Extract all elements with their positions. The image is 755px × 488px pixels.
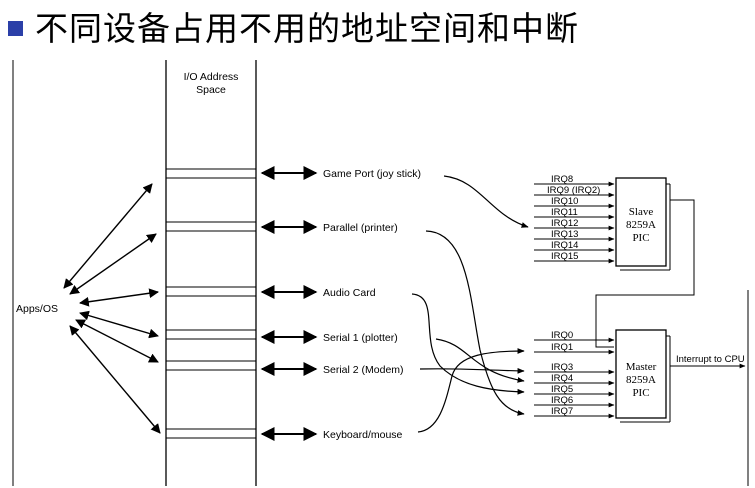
slave-irq-label: IRQ8 bbox=[551, 174, 573, 185]
device-label-serial1: Serial 1 (plotter) bbox=[323, 332, 398, 344]
master-irq-label: IRQ1 bbox=[551, 342, 573, 353]
master-pic-label-line2: 8259A bbox=[626, 374, 656, 386]
device-label-parallel: Parallel (printer) bbox=[323, 222, 398, 234]
device-arrows bbox=[260, 166, 318, 441]
address-block-keyboard bbox=[165, 428, 257, 439]
address-space-label-line1: I/O Address bbox=[184, 71, 239, 83]
master-irq-label: IRQ6 bbox=[551, 395, 573, 406]
master-irq-label: IRQ4 bbox=[551, 373, 573, 384]
slave-irq-label: IRQ9 (IRQ2) bbox=[547, 185, 600, 196]
cascade-line bbox=[595, 199, 695, 348]
slave-irq-label: IRQ14 bbox=[551, 240, 578, 251]
apps-os-arrows bbox=[63, 183, 161, 434]
device-label-game-port: Game Port (joy stick) bbox=[323, 168, 421, 180]
address-block-serial2 bbox=[165, 360, 257, 371]
io-address-space: I/O Address Space bbox=[165, 60, 257, 486]
interrupt-to-cpu-label: Interrupt to CPU bbox=[676, 354, 745, 365]
slave-pic-label-line1: Slave bbox=[629, 206, 654, 218]
master-pic-label-line3: PIC bbox=[632, 387, 649, 399]
address-block-game-port bbox=[165, 168, 257, 179]
slave-irq-label: IRQ15 bbox=[551, 251, 578, 262]
master-pic-label-line1: Master bbox=[626, 361, 657, 373]
square-bullet-icon bbox=[8, 20, 23, 36]
master-irq-label: IRQ3 bbox=[551, 362, 573, 373]
address-block-parallel bbox=[165, 221, 257, 232]
address-space-label-line2: Space bbox=[196, 84, 226, 96]
slave-pic-label-line2: 8259A bbox=[626, 219, 656, 231]
slave-irq-label: IRQ10 bbox=[551, 196, 578, 207]
master-irq-label: IRQ7 bbox=[551, 406, 573, 417]
slave-irq-label: IRQ13 bbox=[551, 229, 578, 240]
address-block-serial1 bbox=[165, 329, 257, 340]
apps-os-label: Apps/OS bbox=[16, 303, 58, 315]
slave-pic: Slave 8259A PIC bbox=[615, 177, 671, 271]
slide-title-row: 不同设备占用不用的地址空间和中断 bbox=[8, 4, 579, 48]
slave-irq-label: IRQ11 bbox=[551, 207, 578, 218]
address-block-audio bbox=[165, 286, 257, 297]
device-irq-curves bbox=[411, 175, 529, 433]
slave-irq-lines bbox=[534, 181, 615, 264]
device-label-serial2: Serial 2 (Modem) bbox=[323, 364, 404, 376]
slide-title: 不同设备占用不用的地址空间和中断 bbox=[35, 9, 579, 48]
slave-irq-label: IRQ12 bbox=[551, 218, 578, 229]
master-irq-lines bbox=[534, 337, 615, 419]
master-irq-label: IRQ0 bbox=[551, 330, 573, 341]
master-pic: Master 8259A PIC bbox=[615, 329, 671, 423]
master-irq-label: IRQ5 bbox=[551, 384, 573, 395]
device-label-audio: Audio Card bbox=[323, 287, 376, 299]
device-label-keyboard: Keyboard/mouse bbox=[323, 429, 403, 441]
slave-pic-label-line3: PIC bbox=[632, 232, 649, 244]
